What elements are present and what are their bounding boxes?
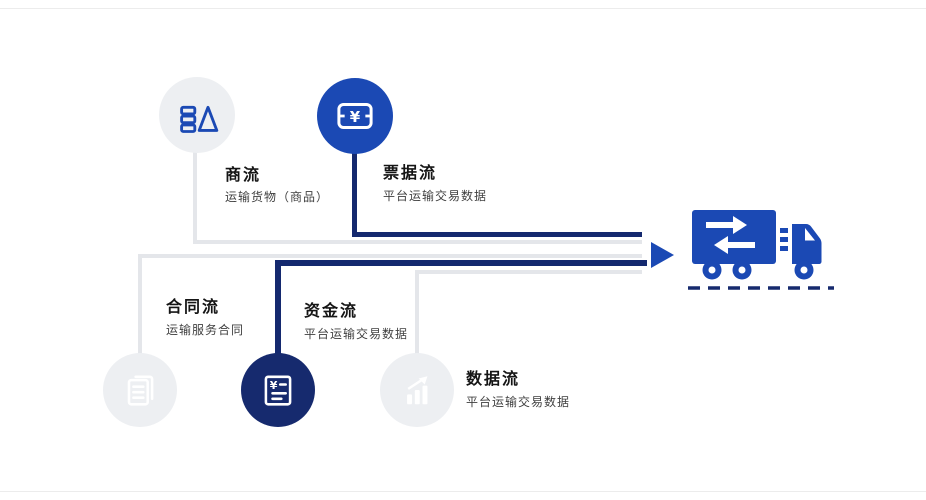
connector-data-vertical (415, 270, 419, 354)
svg-text:¥: ¥ (270, 379, 278, 392)
funds-subtitle: 平台运输交易数据 (304, 327, 409, 341)
connector-funds-vertical (275, 260, 281, 354)
contract-subtitle: 运输服务合同 (166, 323, 245, 337)
svg-text:¥: ¥ (350, 108, 361, 126)
connector-contract-vertical (138, 254, 142, 354)
contract-document-icon (127, 375, 154, 406)
goods-icon (180, 105, 219, 133)
data-subtitle: 平台运输交易数据 (466, 395, 571, 409)
funds-yuan-document-icon: ¥ (264, 375, 292, 406)
contract-label: 合同流 (166, 297, 221, 316)
commerce-node-circle (159, 77, 235, 153)
commerce-subtitle: 运输货物（商品） (225, 190, 330, 204)
contract-node-circle (103, 353, 177, 427)
data-label: 数据流 (466, 369, 521, 388)
data-chart-icon (407, 376, 428, 405)
connector-commerce-vertical (193, 150, 197, 244)
commerce-label: 商流 (225, 165, 262, 184)
connector-data-horizontal (415, 270, 642, 274)
connector-contract-horizontal (138, 254, 642, 258)
truck-icon (686, 204, 836, 299)
connector-bill-horizontal (352, 232, 642, 237)
connector-commerce-horizontal (193, 240, 642, 244)
funds-label: 资金流 (304, 301, 359, 320)
data-node-circle (380, 353, 454, 427)
bill-node-circle: ¥ (317, 78, 393, 154)
right-arrow-icon (651, 242, 674, 268)
top-divider (0, 8, 926, 9)
connector-funds-horizontal (275, 260, 647, 266)
connector-bill-vertical (352, 150, 357, 237)
bottom-divider (0, 491, 926, 492)
funds-node-circle: ¥ (241, 353, 315, 427)
bill-label: 票据流 (383, 163, 438, 182)
ticket-yuan-icon: ¥ (337, 103, 373, 129)
bill-subtitle: 平台运输交易数据 (383, 189, 488, 203)
